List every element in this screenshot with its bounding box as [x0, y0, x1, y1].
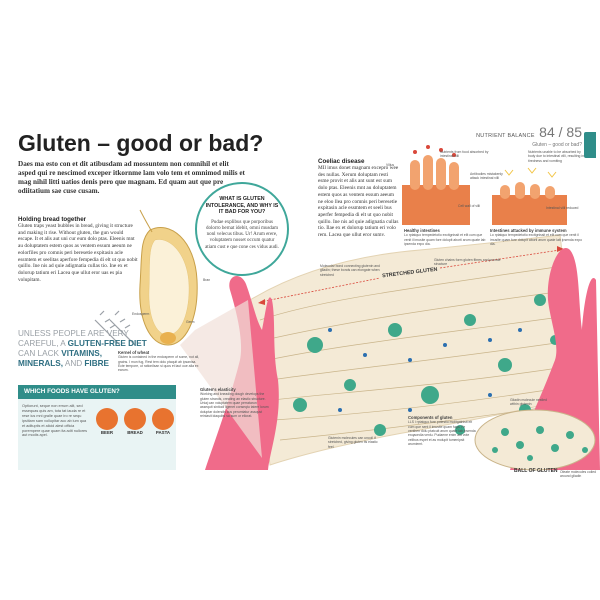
gliadin-label: Gliadin molecule nestled within glutenin	[510, 398, 547, 407]
pasta-icon	[152, 408, 174, 430]
ball-of-gluten-label: BALL OF GLUTEN	[514, 468, 558, 474]
coiled-note: Glutenin molecules can uncoil if stretch…	[328, 436, 378, 449]
unless-line1: UNLESS PEOPLE ARE VERY CAREFUL, A	[18, 329, 129, 348]
ball-of-gluten	[474, 409, 596, 471]
nutrients-unabsorbed-label: Nutrients unable to be absorbed by body …	[528, 150, 584, 163]
header-subtitle: Gluten – good or bad?	[532, 142, 582, 148]
unless-line2: CAN LACK	[18, 349, 62, 358]
healthy-text: Lo rptatquo tempedetotio excitgnissit et…	[404, 233, 486, 246]
food-item-beer: BEER	[96, 408, 122, 435]
healthy-caption: Healthy intestines Lo rptatquo tempedeto…	[404, 228, 486, 246]
glutenin-nodes	[328, 328, 522, 412]
food-item-pasta: PASTA	[152, 408, 178, 435]
callout-question: WHAT IS GLUTEN INTOLERANCE, AND WHY IS I…	[205, 196, 279, 215]
food-label-pasta: PASTA	[155, 430, 171, 435]
attacked-caption: Intestines attacked by immune system Lo …	[490, 228, 582, 246]
healthy-intestine	[402, 145, 470, 225]
page-header: NUTRIENT BALANCE 84 / 85 Gluten – good o…	[476, 124, 582, 148]
attacked-text: Lo rptatquo tempedetotio excitgnissit et…	[490, 233, 582, 246]
chapter-tab	[584, 132, 596, 158]
elasticity-title: Gluten's elasticity	[200, 387, 236, 392]
villus-label: Villus	[386, 163, 395, 167]
nutrients-absorbed-label: Nutrients from food absorbed by intestin…	[440, 150, 489, 159]
attacked-title: Intestines attacked by immune system	[490, 228, 567, 233]
beer-icon	[96, 408, 118, 430]
foods-heading: WHICH FOODS HAVE GLUTEN?	[18, 385, 176, 399]
molecular-bond-note: Molecular bond connecting glutenin and g…	[320, 264, 380, 277]
healthy-title: Healthy intestines	[404, 228, 440, 233]
bread-icon	[124, 408, 146, 430]
coeliac-body: MIl imus donet magnam excepro wee des nu…	[318, 165, 399, 239]
food-label-bread: BREAD	[127, 430, 143, 435]
attacked-intestine	[492, 167, 567, 225]
label-bran: Bran	[203, 278, 211, 282]
oleate-label: Oleate molecules coiled around gliadin	[560, 470, 596, 479]
label-endosperm: Endosperm	[132, 312, 150, 316]
unless-bold3: FIBRE	[84, 359, 109, 368]
antibodies-label: Antibodies mistakenly attack intestinal …	[470, 172, 503, 181]
intro-text: Daes ma esto con et dit atibusdam ad mos…	[18, 160, 245, 195]
page-numbers: 84 / 85	[539, 124, 582, 140]
elasticity-text: Working and kneading dough develops the …	[200, 392, 269, 418]
stretch-arrow-left	[259, 277, 381, 303]
unless-bold2: VITAMINS, MINERALS,	[18, 349, 103, 368]
holding-heading: Holding bread together	[18, 216, 87, 223]
cell-wall-label: Cell wall of villi	[458, 204, 481, 208]
coeliac-heading: Coeliac disease	[318, 158, 365, 165]
gluten-intolerance-callout: WHAT IS GLUTEN INTOLERANCE, AND WHY IS I…	[195, 182, 289, 276]
stretch-arrow-right	[439, 249, 561, 269]
unless-statement: UNLESS PEOPLE ARE VERY CAREFUL, A GLUTEN…	[18, 329, 148, 369]
coeliac-section: Coeliac disease MIl imus donet magnam ex…	[318, 158, 400, 239]
kernel-text: Gluten is contained in the endosperm of …	[118, 355, 200, 373]
page-title: Gluten – good or bad?	[18, 130, 264, 156]
food-label-beer: BEER	[100, 430, 114, 435]
foods-box	[18, 385, 176, 470]
elasticity-caption: Gluten's elasticity Working and kneading…	[200, 387, 270, 418]
holding-section: Holding bread together Gluten traps yeas…	[18, 216, 140, 283]
gluten-fibres-note: Gluten chains form gluten fibres and pro…	[434, 258, 501, 267]
unless-bold1: GLUTEN-FREE DIET	[67, 339, 147, 348]
foods-body: Optiorunt, seque non errum alit, sed ess…	[22, 404, 88, 438]
wheat-sheaf-icon	[94, 310, 136, 346]
callout-answer: Pudae explibus que porporibus dolorro be…	[205, 219, 279, 250]
components-text: LLS i rptatquo fore potestio molitgatnis…	[408, 420, 476, 446]
damaged-label: Intestinal villi reduced	[546, 206, 579, 210]
food-item-bread: BREAD	[124, 408, 150, 435]
zoom-cone	[180, 300, 262, 458]
unless-line3: AND	[63, 359, 85, 368]
components-title: Components of gluten	[408, 415, 453, 420]
section-label: NUTRIENT BALANCE	[476, 133, 535, 139]
holding-body: Gluten traps yeast bubbles in bread, giv…	[18, 223, 138, 283]
components-caption: Components of gluten LLS i rptatquo fore…	[408, 415, 478, 446]
kernel-title: Kernel of wheat	[118, 350, 150, 355]
kernel-caption: Kernel of wheat Gluten is contained in t…	[118, 350, 200, 373]
label-germ: Germ	[186, 320, 195, 324]
wheat-kernel-illustration	[139, 209, 198, 346]
